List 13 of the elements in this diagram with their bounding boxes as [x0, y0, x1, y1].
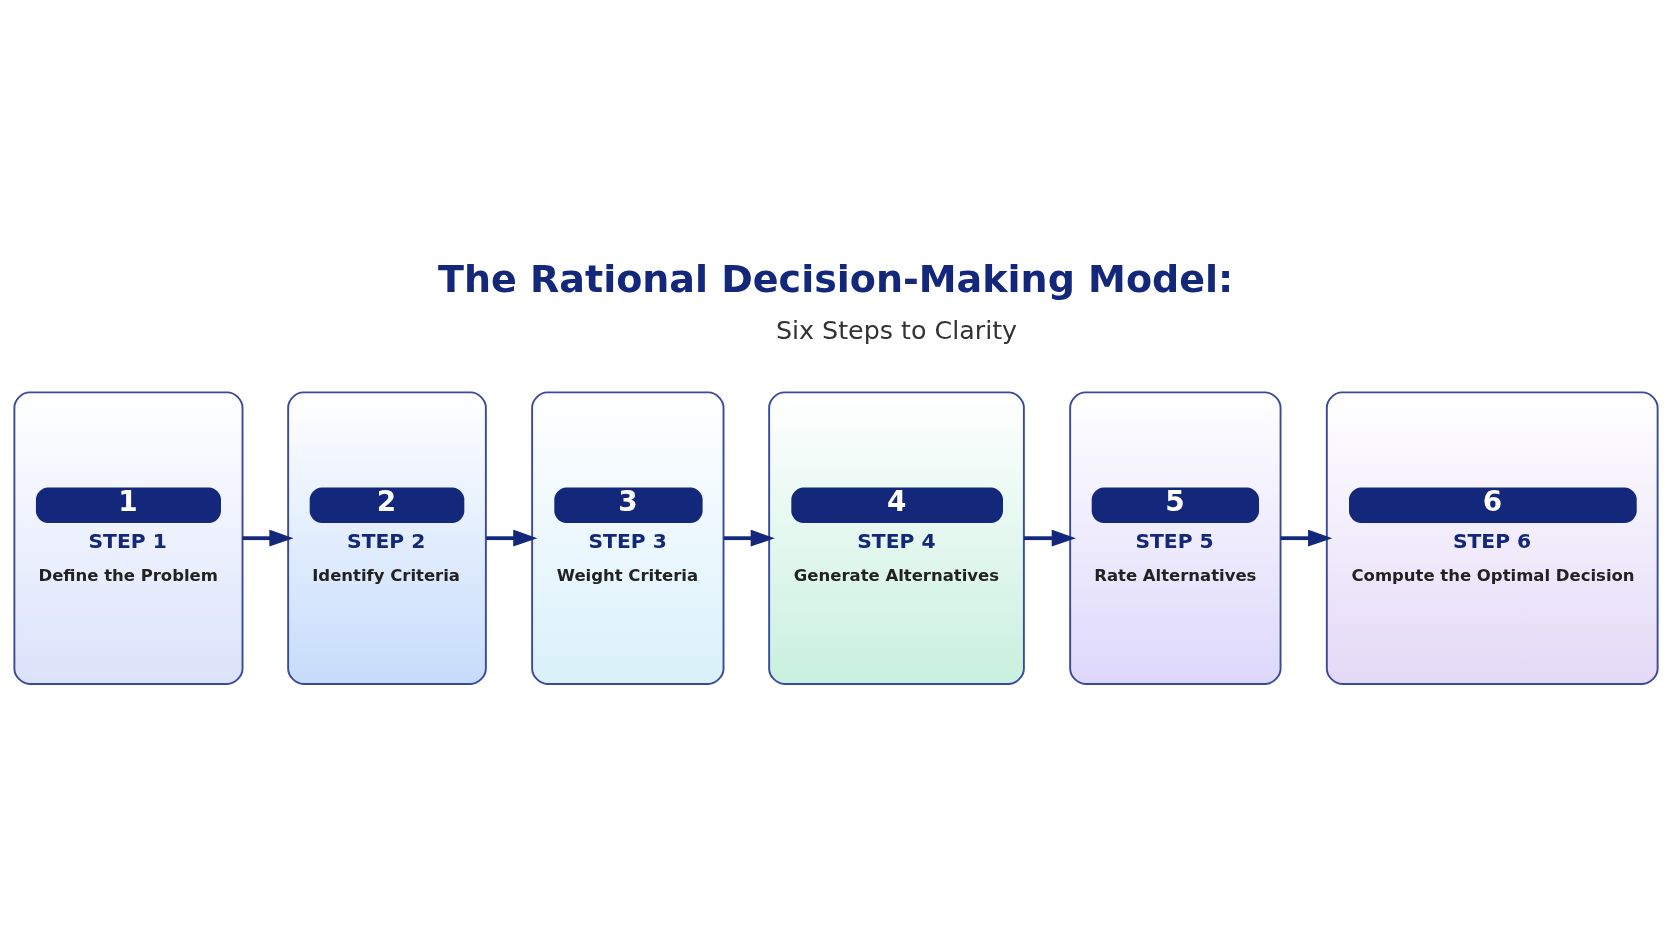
node-box: 3 STEP 3 Weight Criteria [531, 390, 725, 685]
arrow [1280, 529, 1333, 547]
arrow [1023, 529, 1076, 547]
node-box: 2 STEP 2 Identify Criteria [287, 390, 487, 685]
diagram-title: The Rational Decision-Making Model: [438, 256, 1234, 301]
arrow [723, 529, 775, 547]
node-box: 5 STEP 5 Rate Alternatives [1069, 390, 1282, 685]
node-box: 6 STEP 6 Compute the Optimal Decision [1325, 390, 1659, 685]
node-box: 4 STEP 4 Generate Alternatives [768, 390, 1025, 685]
arrow [242, 529, 294, 547]
arrow [486, 529, 538, 547]
label: Six Steps to Clarity [775, 314, 1018, 345]
node-box: 1 STEP 1 Define the Problem [13, 390, 244, 685]
